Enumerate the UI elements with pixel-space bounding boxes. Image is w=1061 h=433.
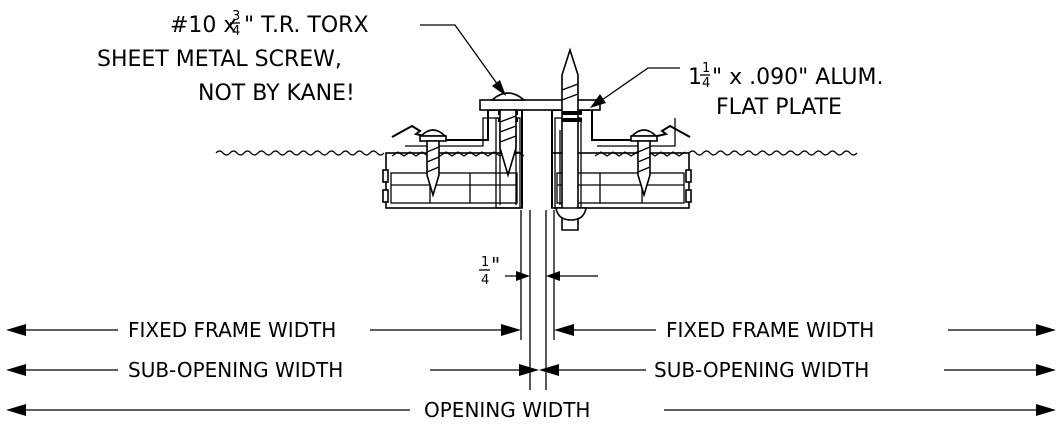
extension-lines (520, 210, 555, 390)
screw-leader-arrow (492, 80, 506, 96)
gap-unit: " (491, 253, 500, 277)
sub-opening-width-right: SUB-OPENING WIDTH (539, 358, 1056, 382)
plate-callout-whole: 1 (688, 65, 702, 90)
anchor-screw-left (419, 129, 447, 198)
screw-callout: #10 x " T.R. TORX 3 4 SHEET METAL SCREW,… (97, 9, 506, 106)
sub-opening-left-label: SUB-OPENING WIDTH (128, 358, 343, 382)
fixed-frame-right-label: FIXED FRAME WIDTH (666, 318, 874, 342)
screw-callout-line1: #10 x " T.R. TORX (170, 13, 369, 38)
plate-callout-frac-num: 1 (702, 61, 710, 76)
sub-opening-width-left: SUB-OPENING WIDTH (6, 358, 539, 382)
plate-leader-line (601, 67, 680, 101)
anchor-screw-right (630, 129, 658, 198)
screw-callout-line2: SHEET METAL SCREW, (97, 47, 342, 72)
fixed-frame-width-right: FIXED FRAME WIDTH (554, 318, 1056, 342)
plate-callout-line2: FLAT PLATE (716, 95, 842, 120)
gap-frac-num: 1 (481, 255, 489, 270)
substrate-wavy-line (215, 150, 858, 156)
screw-callout-frac-num: 3 (232, 9, 240, 24)
plate-callout-frac-den: 4 (702, 76, 710, 91)
opening-label: OPENING WIDTH (424, 398, 590, 422)
plate-screw-left (489, 92, 527, 178)
plate-leader-arrow (590, 94, 606, 108)
opening-width: OPENING WIDTH (6, 398, 1056, 422)
gap-dimension: 1 4 " (479, 253, 598, 288)
sub-opening-right-label: SUB-OPENING WIDTH (654, 358, 869, 382)
screw-leader-line (420, 24, 499, 86)
gap-frac-den: 4 (481, 273, 489, 288)
plate-callout-line1: " x .090" ALUM. (712, 65, 884, 90)
plate-callout: 1 1 4 " x .090" ALUM. FLAT PLATE (590, 61, 884, 120)
screw-callout-frac-den: 4 (232, 24, 240, 39)
plate-screw-right (555, 47, 587, 231)
screw-callout-line3: NOT BY KANE! (198, 81, 355, 106)
flat-plate (479, 99, 601, 111)
fixed-frame-width-left: FIXED FRAME WIDTH (6, 318, 521, 342)
fixed-frame-left-label: FIXED FRAME WIDTH (128, 318, 336, 342)
